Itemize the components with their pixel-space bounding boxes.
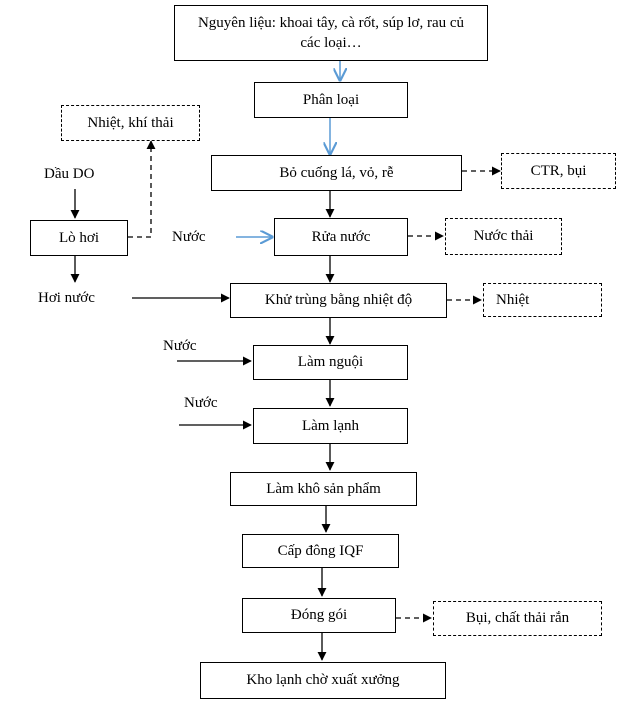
freezing-box: Cấp đông IQF — [242, 534, 399, 568]
water-chill-label: Nước — [184, 395, 218, 411]
drying-box: Làm khô sản phẩm — [230, 472, 417, 506]
trimming-box: Bỏ cuống lá, vỏ, rễ — [211, 155, 462, 191]
steam-label: Hơi nước — [38, 290, 95, 306]
boiler-box: Lò hơi — [30, 220, 128, 256]
emissions-box: Nhiệt, khí thải — [61, 105, 200, 141]
sorting-box: Phân loại — [254, 82, 408, 118]
storage-box: Kho lạnh chờ xuất xưởng — [200, 662, 446, 699]
washing-box: Rửa nước — [274, 218, 408, 256]
water-cool-label: Nước — [163, 338, 197, 354]
packing-box: Đóng gói — [242, 598, 396, 633]
sterilizing-box: Khử trùng bằng nhiệt độ — [230, 283, 447, 318]
fuel-label: Dầu DO — [44, 166, 95, 182]
chilling-box: Làm lạnh — [253, 408, 408, 444]
raw-material-box: Nguyên liệu: khoai tây, cà rốt, súp lơ, … — [174, 5, 488, 61]
solid-waste-box: Bụi, chất thải rắn — [433, 601, 602, 636]
wastewater-box: Nước thải — [445, 218, 562, 255]
cooling-box: Làm nguội — [253, 345, 408, 380]
trimming-waste-box: CTR, bụi — [501, 153, 616, 189]
water-wash-label: Nước — [172, 229, 206, 245]
heat-box: Nhiệt — [483, 283, 602, 317]
arrow-boiler-to-emissions — [128, 140, 156, 238]
